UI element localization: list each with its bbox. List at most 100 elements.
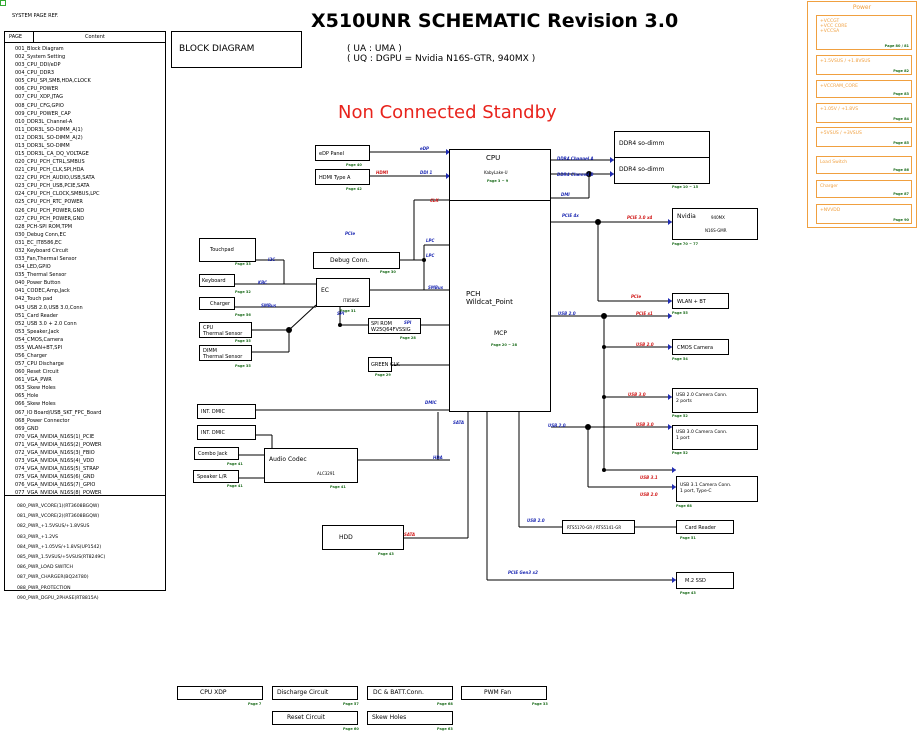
signal-ddr-b: DDR4 Channel B bbox=[557, 172, 594, 177]
toc-item: 061_VGA_PWR bbox=[15, 377, 52, 384]
pch-page: Page 20 ~ 28 bbox=[491, 343, 518, 347]
signal-card: USB 2.0 bbox=[527, 518, 545, 523]
cpu-sub: KabyLake-U bbox=[484, 170, 508, 175]
power-item: +VCCGT +VCC CORE +VCCSA Page 80 / 81 bbox=[816, 15, 912, 50]
toc-list-power: 080_PWR_VCORE(1)(RT3608BGQW) 081_PWR_VCOR… bbox=[17, 502, 105, 604]
toc-item: 005_CPU_SPI,SMB,HDA,CLOCK bbox=[15, 78, 91, 85]
toc-power-item: 080_PWR_VCORE(1)(RT3608BGQW) bbox=[17, 504, 100, 509]
toc-item: 041_CODEC,Amp,Jack bbox=[15, 288, 70, 295]
dimm-thermal-sensor-block: DIMM Thermal Sensor bbox=[199, 345, 252, 361]
toc-item: 075_VGA_NVIDIA_N16S(6)_GND bbox=[15, 474, 95, 481]
cmos-camera-block: CMOS Camera bbox=[672, 339, 729, 355]
signal-usb31: USB 3.1 bbox=[640, 475, 658, 480]
power-item-page: Page 85 bbox=[893, 141, 909, 145]
card-reader-block: Card Reader bbox=[676, 520, 734, 534]
signal-usb2: USB 2.0 bbox=[558, 311, 576, 316]
toc-item: 070_VGA_NVIDIA_N16S(1)_PCIE bbox=[15, 433, 95, 440]
signal-smbus: SMBus bbox=[428, 285, 444, 290]
pch-title: PCH bbox=[466, 290, 481, 298]
signal-smbus-charger: SMBus bbox=[261, 303, 277, 308]
cpu-xdp-block: CPU XDP bbox=[177, 686, 263, 700]
signal-lpc-2: LPC bbox=[426, 253, 435, 258]
power-item-page: Page 87 bbox=[893, 192, 909, 196]
power-item-label: +VCCGT +VCC CORE +VCCSA bbox=[820, 19, 848, 34]
keyboard-block: Keyboard bbox=[199, 274, 235, 287]
toc-item: 011_DDR3L_SO-DIMM_A(1) bbox=[15, 126, 83, 133]
power-item-label: +1.05V / +1.8VS bbox=[820, 107, 859, 112]
toc-item: 012_DDR3L_SO-DIMM_A(2) bbox=[15, 134, 83, 141]
toc-item: 042_Touch pad bbox=[15, 296, 53, 303]
toc-item: 040_Power Button bbox=[15, 280, 61, 287]
power-item-page: Page 90 bbox=[893, 218, 909, 222]
page-title: X510UNR SCHEMATIC Revision 3.0 bbox=[311, 10, 679, 32]
power-item-label: Load Switch bbox=[820, 160, 848, 165]
toc-power-item: 087_PWR_CHARGER(BQ24780) bbox=[17, 575, 89, 581]
toc-power-item: 083_PWR_+1.2VS bbox=[17, 534, 59, 540]
toc-power-item: 088_PWR_PROTECTION bbox=[17, 585, 71, 591]
reset-circuit-block: Reset Circuit bbox=[272, 711, 358, 725]
toc-item: 068_Power Connector bbox=[15, 417, 70, 424]
toc-item: 052_USB 3.0 + 2.0 Conn bbox=[15, 320, 77, 327]
combo-jack-block: Combo Jack bbox=[194, 447, 239, 460]
toc-item: 051_Card Reader bbox=[15, 312, 59, 319]
power-panel-title: Power bbox=[852, 4, 872, 11]
toc-item: 027_CPU_PCH_POWER,GND bbox=[15, 215, 85, 222]
power-item-page: Page 83 bbox=[893, 92, 909, 96]
toc-power-item: 086_PWR_LOAD SWITCH bbox=[17, 565, 73, 571]
skew-holes-block: Skew Holes bbox=[367, 711, 453, 725]
toc-power-item: 085_PWR_1.5VSUS/+5VSUS(RT8249C) bbox=[17, 554, 106, 560]
toc-item: 008_CPU_CFG,GPIO bbox=[15, 102, 64, 109]
signal-usb-hub: USB 2.0 bbox=[548, 423, 566, 428]
subtitle: Non Connected Standby bbox=[338, 102, 557, 123]
signal-spi: SPI bbox=[404, 320, 412, 325]
cpu-title: CPU bbox=[486, 154, 501, 162]
power-item-label: +NVVDD bbox=[820, 208, 841, 213]
pch-mcp: MCP bbox=[494, 330, 507, 337]
power-item-label: +5VSUS / +3VSUS bbox=[820, 131, 862, 136]
corner-marker bbox=[0, 0, 6, 6]
toc-item: 060_Reset Circuit bbox=[15, 369, 59, 376]
toc-item: 006_CPU_POWER bbox=[15, 86, 59, 93]
hdd-block: HDD bbox=[322, 525, 404, 550]
toc-item: 063_Skew Holes bbox=[15, 385, 56, 392]
spi-rom-block: SPI ROM W25Q64FVSSIG bbox=[368, 318, 421, 334]
charger-block: Charger bbox=[199, 297, 235, 310]
toc-item: 013_DDR3L_SO-DIMM bbox=[15, 142, 70, 149]
toc-item: 056_Charger bbox=[15, 352, 48, 359]
ec-block: EC IT8586E bbox=[316, 278, 370, 307]
signal-pcie-ssd: PCIE Gen3 x2 bbox=[508, 570, 538, 575]
power-item-page: Page 86 bbox=[893, 168, 909, 172]
toc-item: 030_Debug Conn,EC bbox=[15, 231, 67, 238]
cpu-pch-block bbox=[449, 149, 551, 412]
wlan-bt-block: WLAN + BT bbox=[672, 293, 729, 309]
signal-usb3: USB 3.0 bbox=[628, 392, 646, 397]
toc-power-item: 090_PWR_DGPU_2PHASE(RT8815A) bbox=[17, 595, 99, 601]
discharge-circuit-block: Discharge Circuit bbox=[272, 686, 358, 700]
hdmi-block: HDMI Type A bbox=[315, 169, 370, 185]
power-item-page: Page 80 / 81 bbox=[884, 44, 909, 48]
toc-power-item: 081_PWR_VCORE(2)(RT3608BGQW) bbox=[17, 514, 100, 520]
int-dmic-block-1: INT. DMIC bbox=[197, 404, 256, 419]
signal-usb3-2: USB 3.0 bbox=[636, 422, 654, 427]
toc-item: 022_CPU_PCH_AUDIO,USB,SATA bbox=[15, 175, 95, 182]
dc-batt-conn-block: DC & BATT.Conn. bbox=[367, 686, 453, 700]
toc-item: 073_VGA_NVIDIA_N16S(4)_VDD bbox=[15, 457, 95, 464]
signal-usb-cam: USB 2.0 bbox=[636, 342, 654, 347]
toc-item: 043_USB 2.0,USB 3.0,Conn bbox=[15, 304, 83, 311]
power-item: +5VSUS / +3VSUS Page 85 bbox=[816, 127, 912, 147]
toc-item: 002_System Setting bbox=[15, 54, 66, 61]
toc-item: 024_CPU_PCH_CLOCK,SMBUS,LPC bbox=[15, 191, 100, 198]
power-panel: Power +VCCGT +VCC CORE +VCCSA Page 80 / 8… bbox=[807, 1, 917, 228]
signal-hdmi: HDMI bbox=[376, 170, 389, 175]
touchpad-block: Touchpad bbox=[199, 238, 256, 262]
toc-item: 021_CPU_PCH_CLK,SPI,HDA bbox=[15, 167, 84, 174]
toc-header: PAGE Content bbox=[5, 32, 165, 43]
toc-item: 026_CPU_PCH_POWER,GND bbox=[15, 207, 85, 214]
toc-item: 054_CMOS,Camera bbox=[15, 336, 64, 343]
toc-item: 034_LED,GPIO bbox=[15, 264, 51, 271]
toc-item: 074_VGA_NVIDIA_N16S(5)_STRAP bbox=[15, 466, 99, 473]
audio-codec-block: Audio Codec ALC3291 bbox=[264, 448, 358, 483]
toc-item: 001_Block Diagram bbox=[15, 46, 64, 52]
